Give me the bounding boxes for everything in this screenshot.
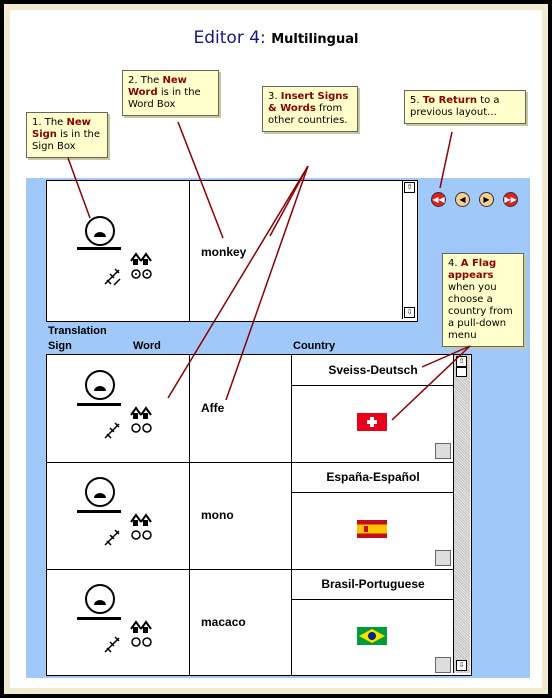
- entry-word[interactable]: monkey: [201, 245, 247, 259]
- callout-5-bold: To Return: [422, 95, 478, 106]
- callout-2-number: 2.: [128, 75, 138, 86]
- sign-glyph: [77, 584, 152, 653]
- outer-frame: Editor 4: Multilingual 1. The New Sign i…: [4, 4, 548, 694]
- sign-glyph: [77, 370, 152, 439]
- header-word: Word: [133, 340, 161, 352]
- row-country-label: España-Español: [326, 470, 420, 484]
- callout-new-word: 2. The New Word is in the Word Box: [122, 70, 219, 116]
- row-country-select[interactable]: Sveiss-Deutsch: [292, 355, 454, 386]
- row-country-label: Sveiss-Deutsch: [328, 363, 418, 377]
- callout-3-rest: from other countries.: [268, 103, 348, 126]
- callout-3-bold: Insert Signs & Words: [268, 91, 349, 114]
- header-sign: Sign: [48, 340, 72, 352]
- spain-flag: [357, 520, 387, 538]
- row-country-cell: Sveiss-Deutsch: [291, 355, 454, 462]
- entry-scrollbar[interactable]: ⇧ ⇩: [402, 181, 416, 319]
- table-row: mono España-Español: [47, 462, 454, 570]
- forward-icon[interactable]: ▶: [479, 192, 494, 207]
- header-translation: Translation: [48, 325, 107, 337]
- title-prefix: Editor 4:: [193, 28, 266, 48]
- sign-box[interactable]: [47, 181, 190, 321]
- callout-1-bold: New Sign: [32, 117, 91, 140]
- row-country-cell: España-Español: [291, 462, 454, 569]
- row-country-select[interactable]: España-Español: [292, 462, 454, 493]
- callout-2-pre: The: [140, 75, 160, 86]
- trash-icon[interactable]: [435, 550, 451, 566]
- row-word[interactable]: mono: [201, 508, 234, 522]
- row-word[interactable]: Affe: [201, 401, 225, 415]
- title-suffix: Multilingual: [271, 32, 359, 47]
- page-title: Editor 4: Multilingual: [10, 28, 542, 48]
- callout-5-number: 5.: [410, 95, 420, 106]
- callout-insert: 3. Insert Signs & Words from other count…: [262, 86, 358, 132]
- sign-glyph: [77, 216, 152, 286]
- fast-forward-icon[interactable]: ▶▶: [503, 192, 518, 207]
- callout-5-rest: to a previous layout...: [410, 95, 500, 118]
- callout-3-number: 3.: [268, 91, 278, 102]
- scroll-up-icon[interactable]: ⇧: [404, 182, 415, 193]
- translation-table: Affe Sveiss-Deutsch: [46, 354, 472, 676]
- scroll-up-icon[interactable]: ⇧: [456, 356, 467, 367]
- page: Editor 4: Multilingual 1. The New Sign i…: [10, 10, 542, 688]
- row-sign-cell[interactable]: [47, 462, 190, 569]
- back-icon[interactable]: ◀: [455, 192, 470, 207]
- row-word[interactable]: macaco: [201, 615, 246, 629]
- scroll-down-icon[interactable]: ⇩: [456, 660, 467, 671]
- row-country-cell: Brasil-Portuguese: [291, 569, 454, 675]
- rewind-icon[interactable]: ◀◀: [431, 192, 446, 207]
- editor-panel: monkey ⇧ ⇩ ◀◀ ◀ ▶ ▶▶ Translation Sign Wo…: [26, 178, 530, 678]
- row-country-label: Brasil-Portuguese: [321, 577, 425, 591]
- trash-icon[interactable]: [435, 657, 451, 673]
- row-country-select[interactable]: Brasil-Portuguese: [292, 569, 454, 600]
- header-country: Country: [293, 340, 336, 352]
- sign-glyph: [77, 477, 152, 546]
- entry-box: monkey ⇧ ⇩: [46, 180, 418, 322]
- trash-icon[interactable]: [435, 443, 451, 459]
- table-row: macaco Brasil-Portuguese: [47, 569, 454, 675]
- callout-pointer-lines: [67, 121, 471, 421]
- scroll-thumb[interactable]: [456, 367, 467, 377]
- callout-new-sign: 1. The New Sign is in the Sign Box: [26, 112, 108, 158]
- table-row: Affe Sveiss-Deutsch: [47, 355, 454, 463]
- callout-1-rest: is in the Sign Box: [32, 129, 100, 152]
- scroll-down-icon[interactable]: ⇩: [404, 307, 415, 318]
- callout-4-number: 4.: [448, 258, 458, 269]
- switzerland-flag: [357, 413, 387, 431]
- callout-2-bold: New Word: [128, 75, 187, 98]
- row-sign-cell[interactable]: [47, 569, 190, 675]
- callout-return: 5. To Return to a previous layout...: [404, 90, 526, 124]
- callout-1-pre: The: [44, 117, 64, 128]
- table-scrollbar[interactable]: ⇧ ⇩: [453, 355, 470, 673]
- callout-flag: 4. A Flag appears when you choose a coun…: [442, 253, 524, 347]
- callout-4-rest: when you choose a country from a pull-do…: [448, 282, 513, 341]
- row-sign-cell[interactable]: [47, 355, 190, 462]
- callout-2-rest: is in the Word Box: [128, 87, 201, 110]
- callout-4-bold: A Flag appears: [448, 258, 497, 281]
- brazil-flag: [357, 627, 387, 645]
- callout-1-number: 1.: [32, 117, 42, 128]
